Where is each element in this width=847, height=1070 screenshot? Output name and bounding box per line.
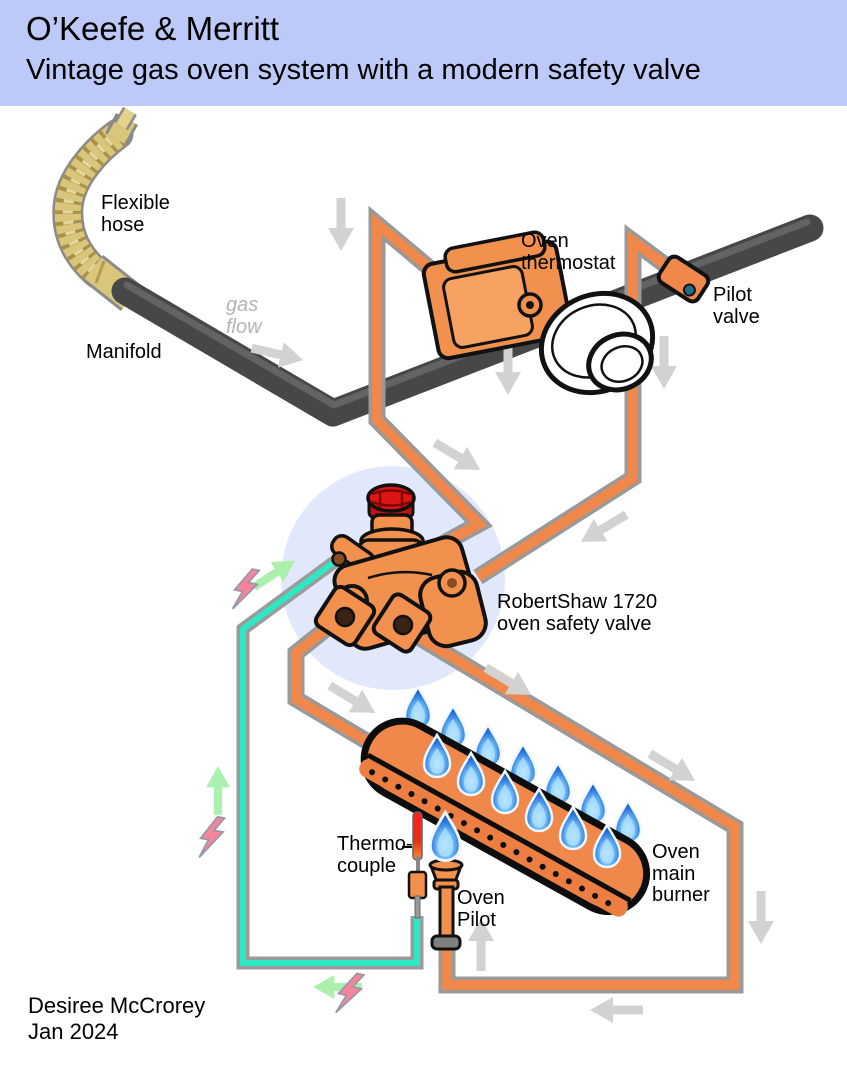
valve-red-cap bbox=[366, 483, 416, 520]
label-thermocouple: Thermo- couple bbox=[337, 833, 413, 877]
title-band bbox=[0, 0, 847, 106]
spark-icon-left bbox=[196, 813, 227, 862]
flow-arrow-down-top bbox=[328, 198, 354, 251]
flow-arrow-below-pilot-valve bbox=[651, 336, 677, 389]
label-manifold: Manifold bbox=[86, 341, 162, 363]
thermostat-knob bbox=[538, 290, 656, 396]
flow-arrow-bottom-left bbox=[590, 997, 643, 1023]
label-safety-valve: RobertShaw 1720 oven safety valve bbox=[497, 591, 658, 635]
flow-arrow-right-down bbox=[748, 891, 774, 944]
spark-icon-bottom bbox=[333, 969, 366, 1018]
oven-pilot-burner bbox=[428, 810, 464, 951]
page-subtitle: Vintage gas oven system with a modern sa… bbox=[26, 54, 701, 86]
label-oven-pilot: Oven Pilot bbox=[457, 887, 505, 931]
burner-feed-pipe bbox=[287, 605, 405, 769]
thermocouple-wire bbox=[236, 551, 424, 970]
label-oven-thermostat: Oven thermostat bbox=[521, 230, 616, 274]
page-title: O’Keefe & Merritt bbox=[26, 10, 280, 47]
pilot-base-collar bbox=[430, 934, 462, 951]
label-oven-main-burner: Oven main burner bbox=[652, 841, 710, 907]
credit-block: Desiree McCrorey Jan 2024 bbox=[28, 993, 205, 1045]
label-flexible-hose: Flexible hose bbox=[101, 192, 170, 236]
thermocouple bbox=[402, 811, 428, 919]
burner-port-holes bbox=[369, 769, 612, 907]
oven-main-burner bbox=[359, 717, 651, 917]
credit-date: Jan 2024 bbox=[28, 1018, 119, 1044]
oven-thermostat bbox=[421, 230, 656, 396]
signal-arrow-up bbox=[206, 766, 230, 815]
credit-author: Desiree McCrorey bbox=[28, 993, 206, 1018]
label-gas-flow: gas flow bbox=[226, 294, 262, 338]
label-pilot-valve: Pilot valve bbox=[713, 284, 760, 328]
safety-valve bbox=[313, 483, 488, 654]
thermostat-feed-pipe bbox=[368, 205, 493, 564]
pilot-gas-line-lower bbox=[380, 609, 744, 994]
pilot-valve bbox=[656, 254, 711, 304]
manifold-pipe bbox=[111, 214, 824, 427]
